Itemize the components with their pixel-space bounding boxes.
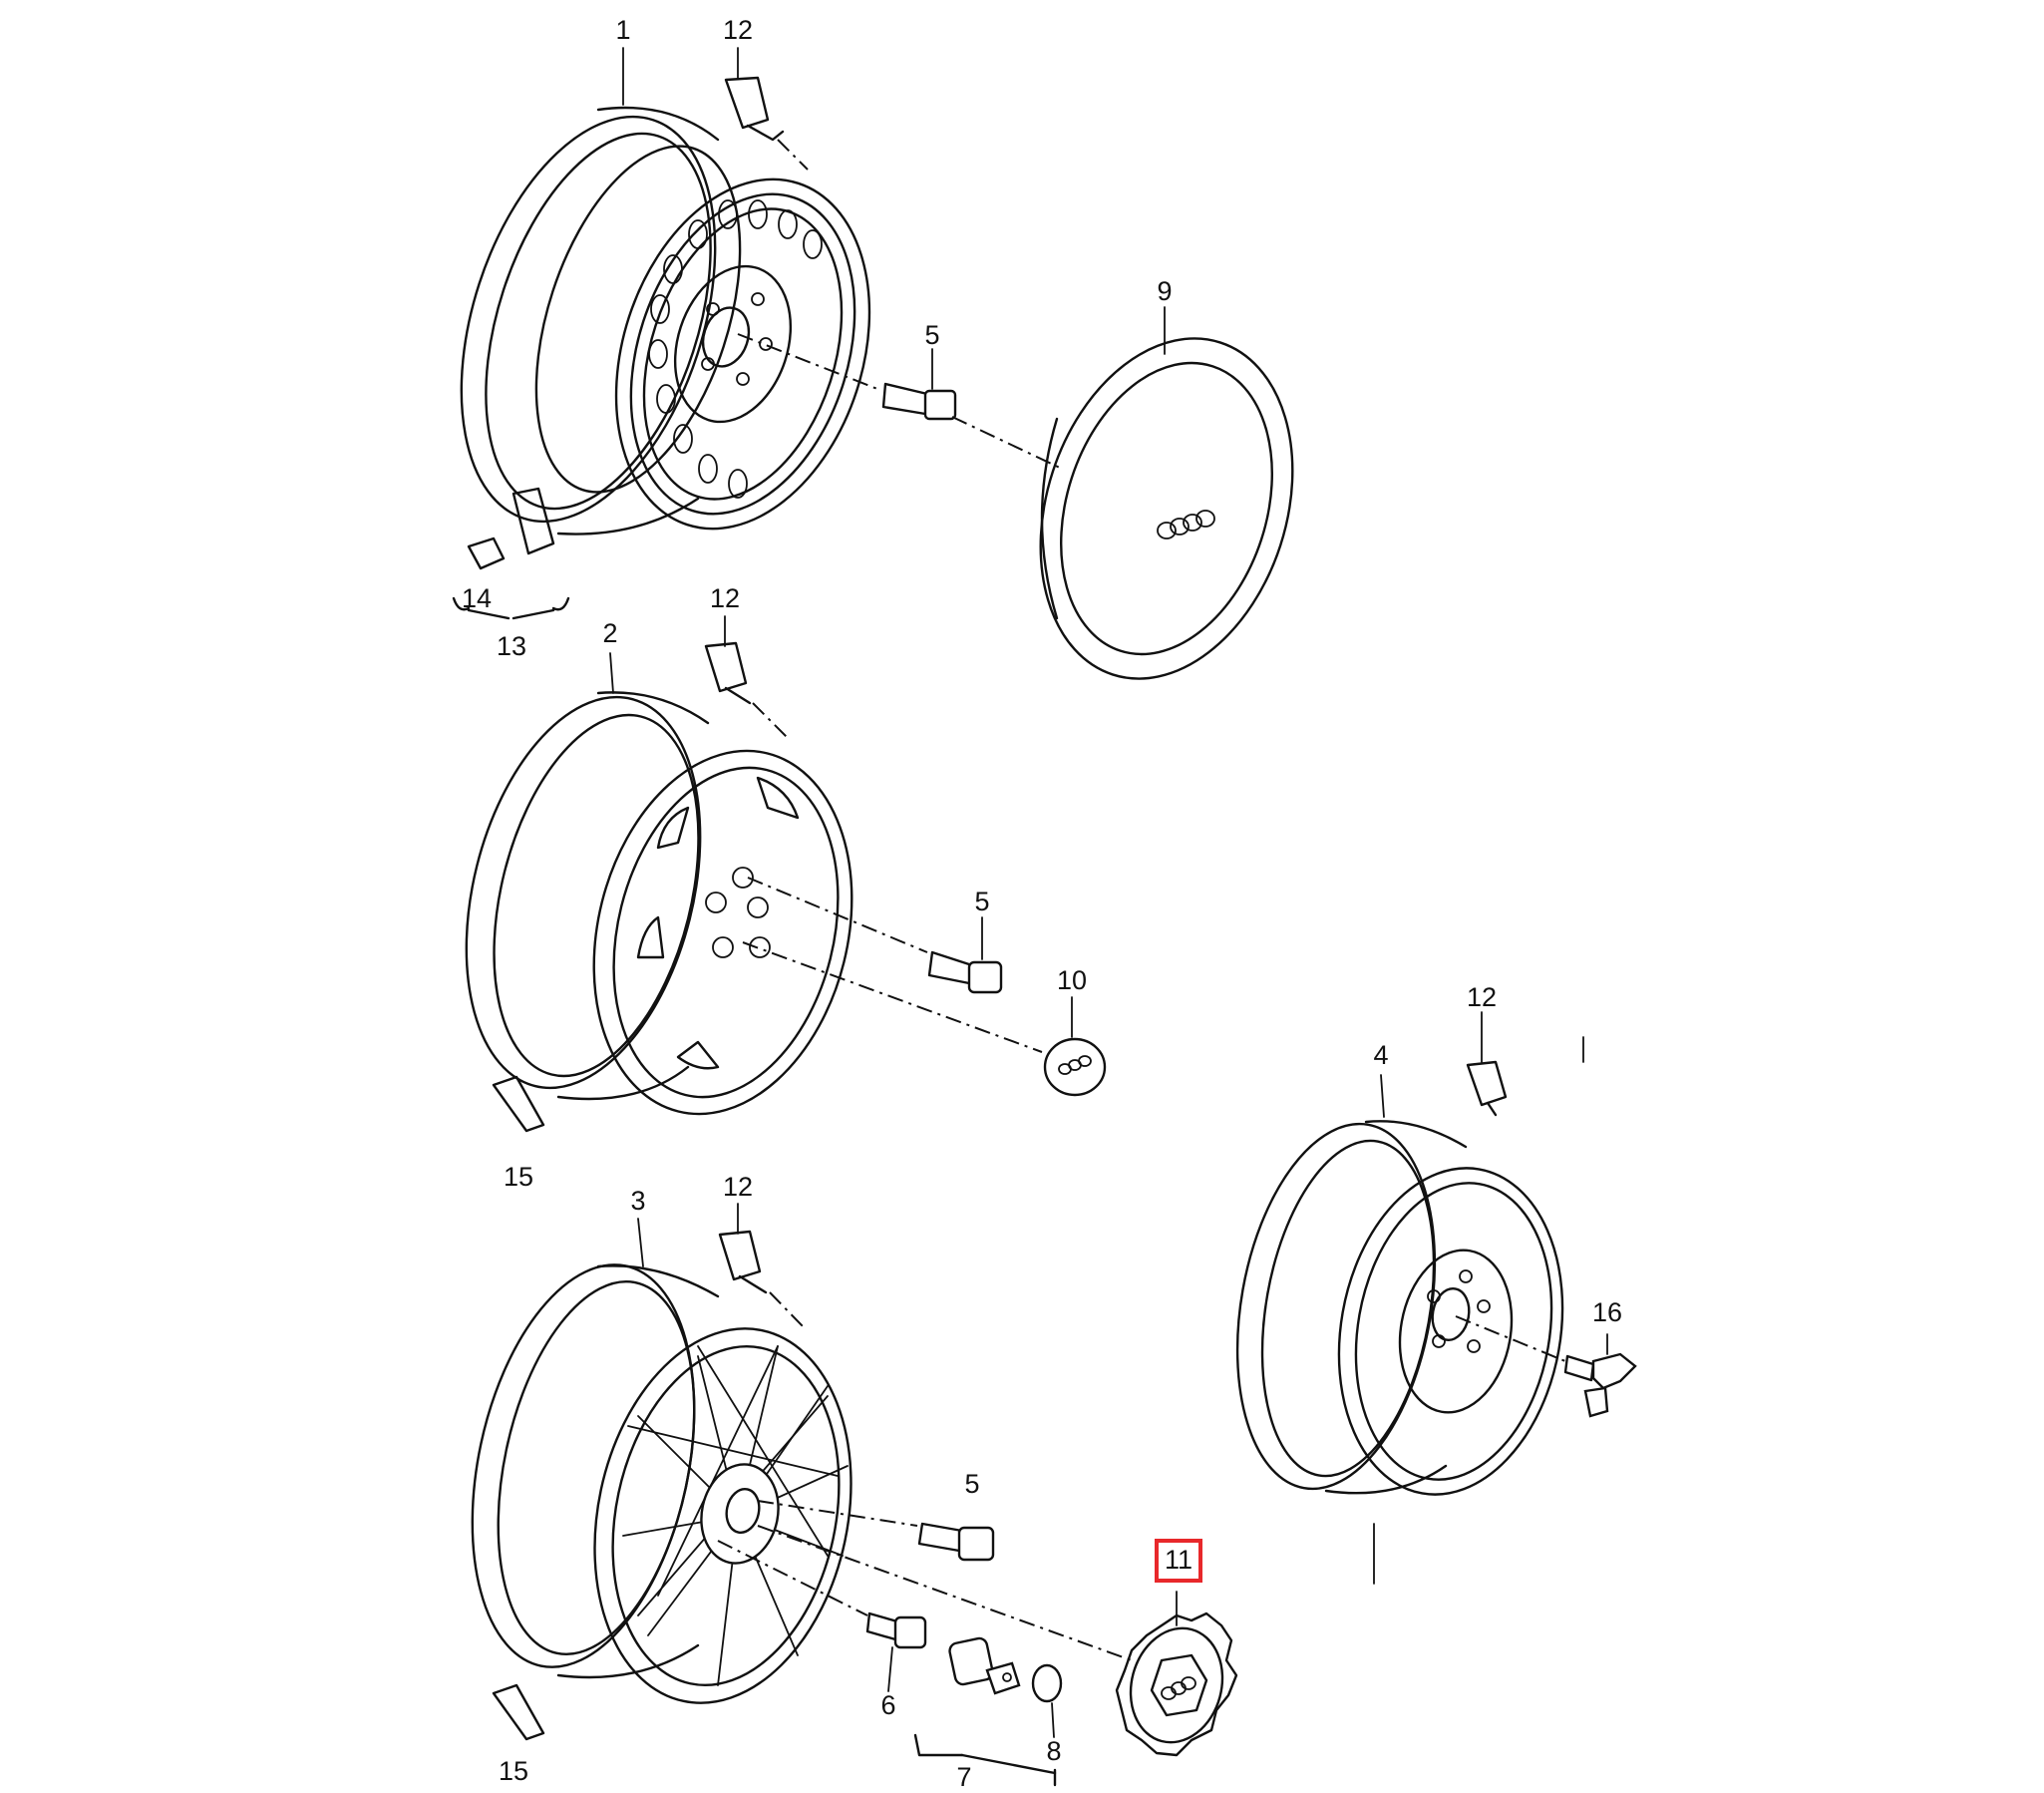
center-cap-10[interactable]	[742, 941, 1107, 1097]
callout-11[interactable]: 11	[1165, 1545, 1192, 1575]
callout-5-b: 5	[974, 887, 989, 916]
wheel-4-spare[interactable]	[1210, 1108, 1587, 1512]
locking-bolt-6[interactable]	[717, 1540, 927, 1649]
callout-7: 7	[956, 1762, 971, 1792]
callout-12-a: 12	[723, 15, 753, 45]
callout-9: 9	[1157, 276, 1172, 306]
callout-14: 14	[462, 583, 492, 613]
lock-key-set-7[interactable]	[913, 1636, 1057, 1787]
wheel-bolt-5-b[interactable]	[747, 877, 1003, 994]
valve-stem-12-a[interactable]	[724, 76, 809, 171]
callout-1: 1	[615, 15, 630, 45]
cover-cap-8[interactable]	[1031, 1663, 1063, 1703]
callout-13: 13	[497, 631, 526, 661]
wheel-1-steel[interactable]	[415, 85, 912, 562]
callout-15-b: 15	[499, 1756, 528, 1786]
callout-6: 6	[880, 1690, 895, 1720]
callout-12-d: 12	[1467, 982, 1497, 1012]
callout-2: 2	[602, 618, 617, 648]
callout-8: 8	[1046, 1736, 1061, 1766]
callout-5-c: 5	[964, 1469, 979, 1499]
valve-stem-12-b[interactable]	[704, 641, 789, 739]
callout-15-a: 15	[504, 1162, 533, 1192]
balance-weight-15-a[interactable]	[492, 1075, 545, 1133]
callout-12-c: 12	[723, 1172, 753, 1202]
valve-stem-12-d[interactable]	[1466, 1060, 1508, 1117]
leader-lines	[609, 47, 1608, 1738]
callout-16: 16	[1592, 1297, 1622, 1327]
callout-10: 10	[1057, 965, 1087, 995]
callout-4: 4	[1373, 1040, 1388, 1070]
wheel-3-mesh[interactable]	[439, 1245, 884, 1727]
balance-weight-clips-13-14[interactable]	[452, 487, 570, 620]
wheel-bolt-5-c[interactable]	[757, 1500, 995, 1562]
callout-5-a: 5	[924, 320, 939, 350]
callout-12-b: 12	[710, 583, 740, 613]
wheel-2-alloy[interactable]	[429, 672, 888, 1141]
full-wheel-cover-9[interactable]	[951, 305, 1334, 711]
wing-nut-16[interactable]	[1455, 1315, 1637, 1418]
highlight-box-11	[1155, 1539, 1202, 1583]
balance-weight-15-b[interactable]	[492, 1683, 545, 1741]
wheel-bolt-5-a[interactable]	[737, 333, 957, 421]
hub-cap-11[interactable]	[757, 1525, 1238, 1757]
valve-stem-12-c[interactable]	[718, 1230, 804, 1327]
callout-3: 3	[630, 1186, 645, 1216]
